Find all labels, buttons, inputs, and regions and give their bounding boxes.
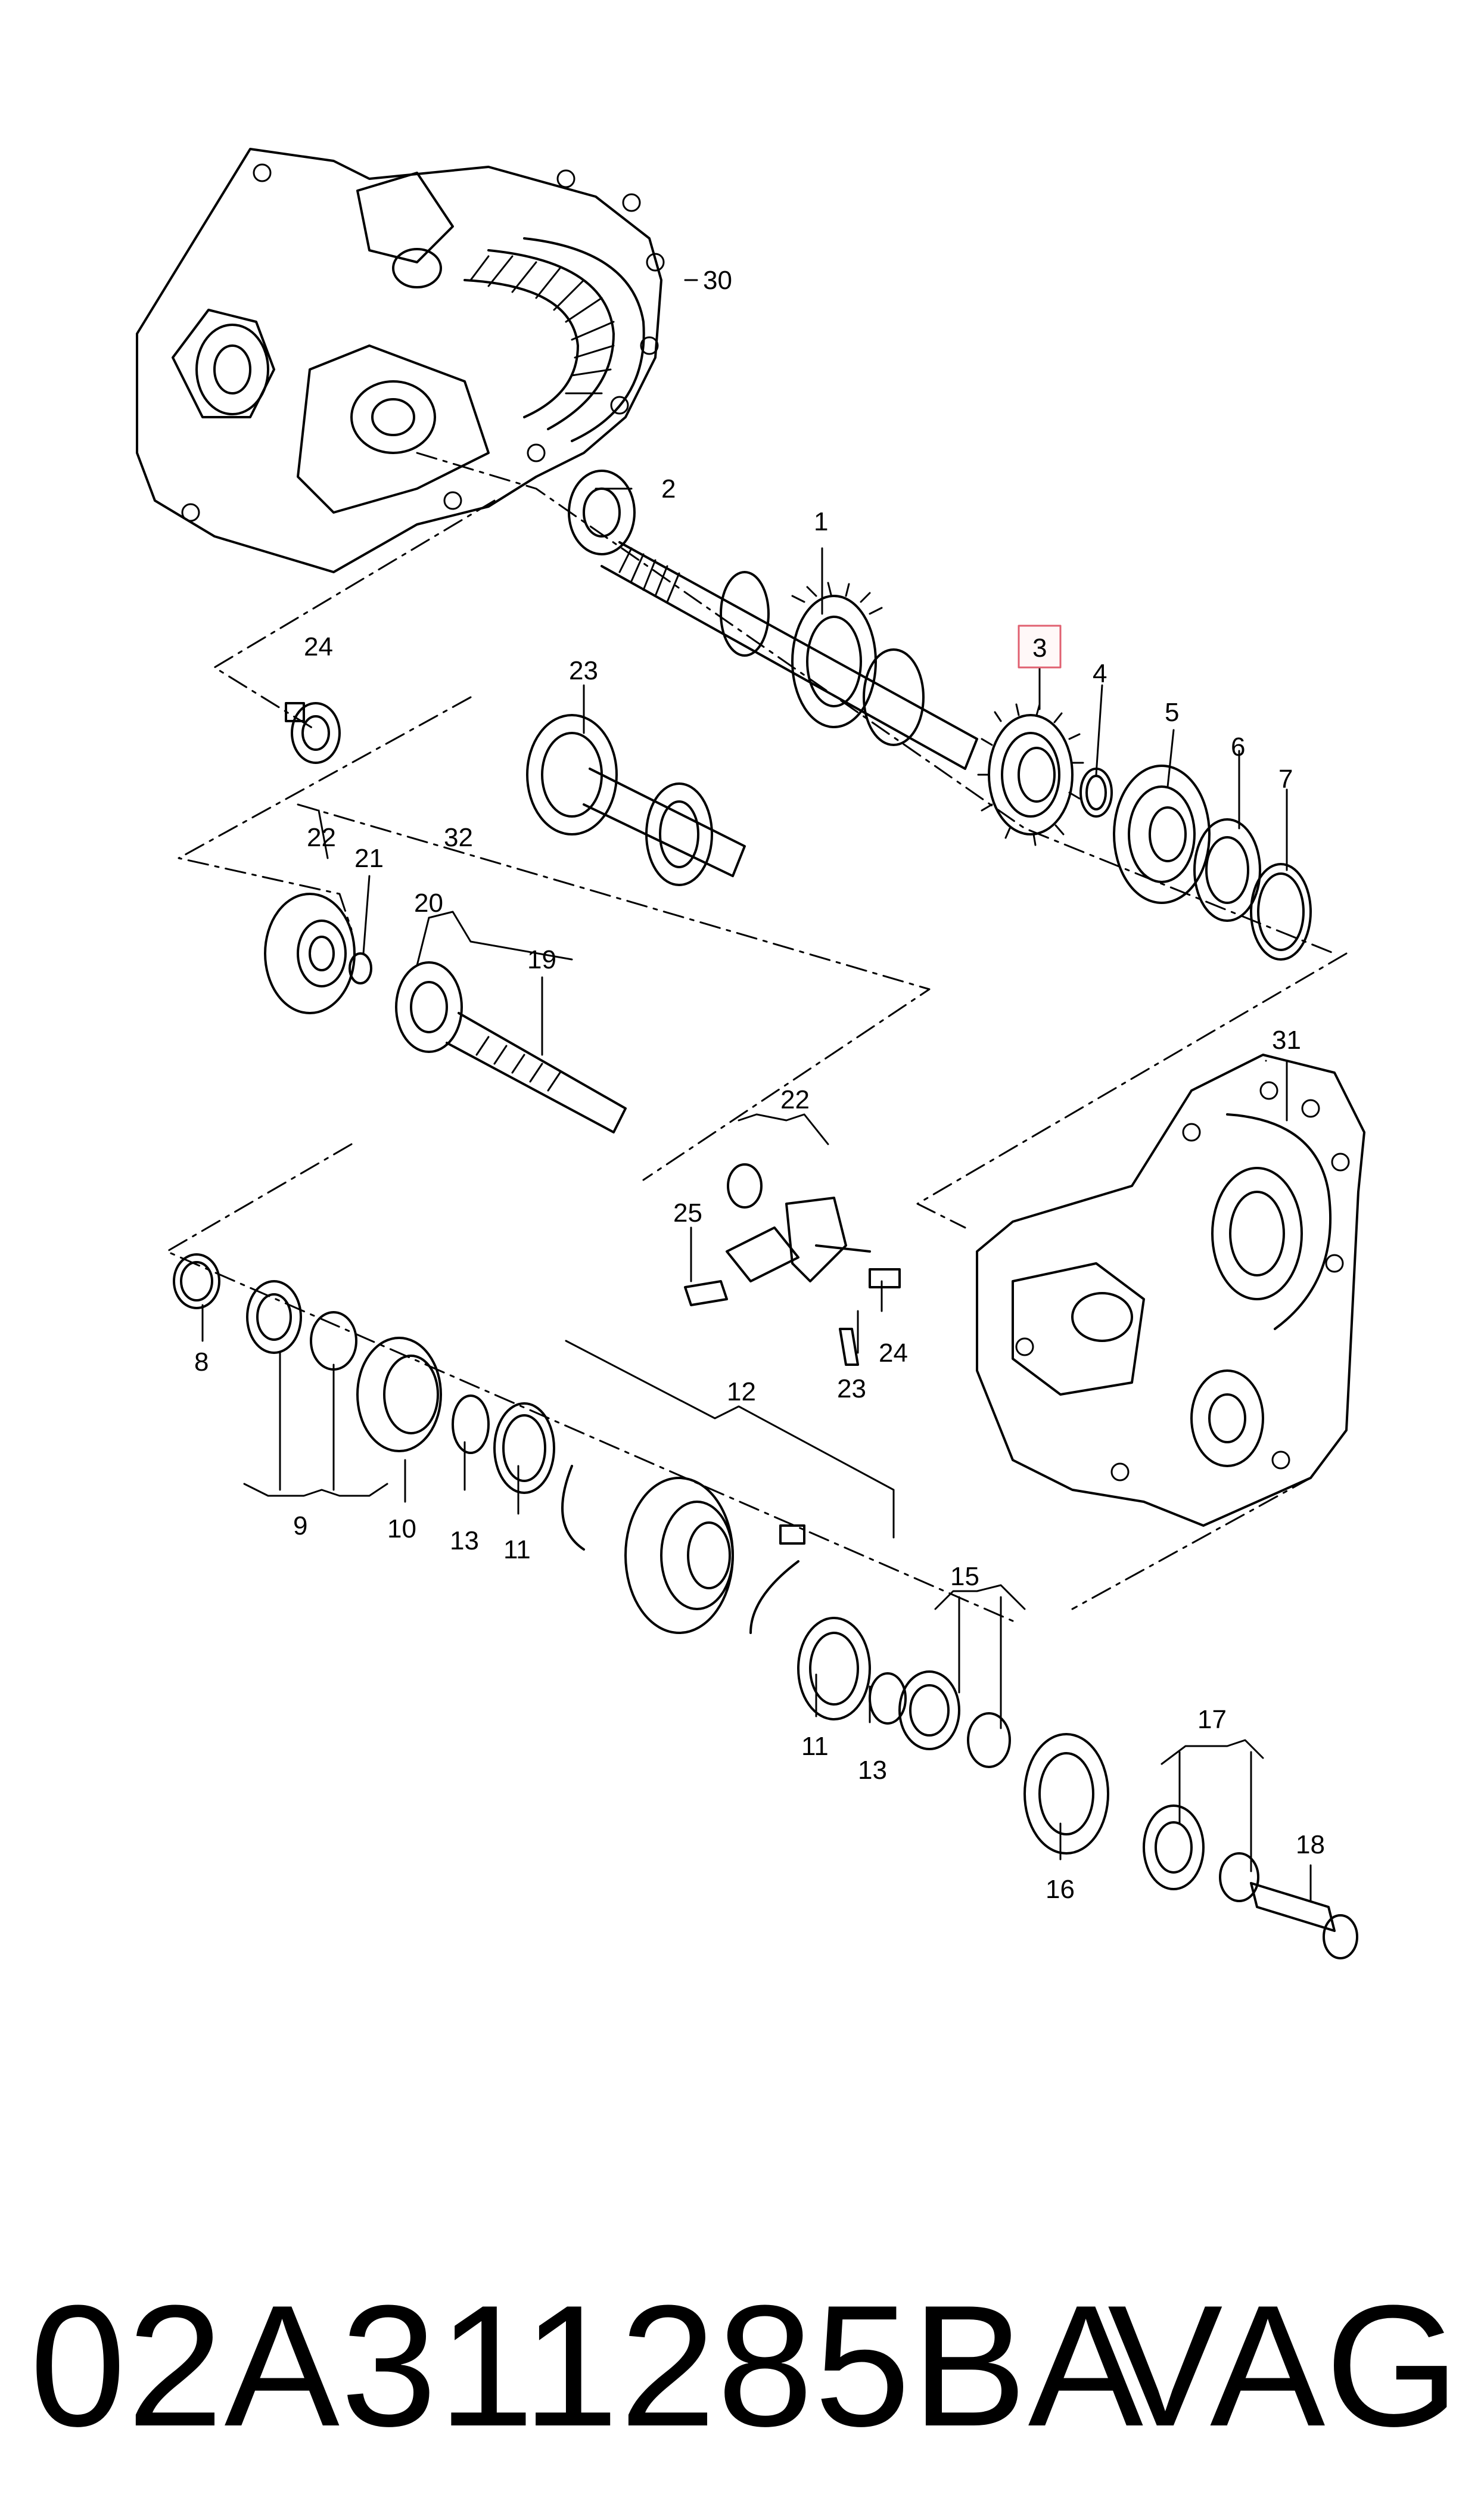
callout-6: 6 [1231, 732, 1245, 762]
synchronizer-12 [561, 1465, 805, 1634]
callout-24: 24 [304, 632, 333, 661]
callout-27: 24 [879, 1338, 908, 1368]
lower-output-group [173, 1253, 555, 1494]
part-footer: 02A311285BA VAG [30, 2276, 1460, 2455]
callout-21: 21 [354, 844, 384, 873]
callout-13b: 13 [858, 1756, 887, 1785]
callout-12: 12 [727, 1377, 756, 1406]
gears-4-7 [1079, 765, 1312, 961]
shaft-23 [526, 714, 746, 886]
callout-18: 18 [1296, 1830, 1325, 1859]
lower-bearing-group [797, 1617, 1358, 1959]
callout-19: 19 [527, 945, 556, 974]
callout-26: 23 [837, 1374, 866, 1403]
input-shaft-1 [568, 470, 978, 770]
callout-3: 3 [1032, 633, 1047, 663]
callout-11b: 11 [801, 1732, 829, 1761]
callout-32: 32 [444, 823, 473, 852]
callout-20: 20 [414, 889, 443, 918]
callout-17: 17 [1197, 1705, 1227, 1734]
brackets [243, 911, 1264, 1872]
rear-housing-31 [976, 1054, 1365, 1527]
callout-5: 5 [1165, 698, 1179, 727]
transmission-housing-30 [136, 148, 665, 573]
group-outlines [166, 452, 1348, 1622]
callout-31: 31 [1272, 1026, 1301, 1055]
shaft-19-gears [264, 893, 627, 1133]
callout-4: 4 [1093, 659, 1107, 688]
callout-2: 2 [661, 474, 676, 504]
callout-1: 1 [814, 507, 828, 536]
callout-25: 22 [780, 1085, 810, 1114]
callout-labels: 30 2 1 3 4 5 6 7 24 23 22 21 32 20 19 22… [194, 266, 1325, 1904]
gear-3 [977, 703, 1084, 846]
exploded-parts-diagram: 30 2 1 3 4 5 6 7 24 23 22 21 32 20 19 22… [136, 148, 1365, 1959]
callout-28: 25 [673, 1198, 702, 1228]
part-number: 02A311285BA [30, 2269, 1145, 2462]
callout-7: 7 [1278, 765, 1293, 794]
callout-30: 30 [703, 266, 732, 295]
pinion-24 [285, 702, 341, 764]
callout-8: 8 [194, 1347, 209, 1377]
callout-16: 16 [1046, 1875, 1075, 1904]
callout-10: 10 [387, 1514, 416, 1543]
callout-23: 23 [569, 656, 598, 685]
brand-name: VAG [1107, 2269, 1460, 2462]
callout-22: 22 [307, 823, 336, 852]
callout-3-highlight [1018, 625, 1062, 669]
leader-lines [201, 279, 1312, 1902]
shift-mechanism [684, 1163, 901, 1366]
callout-13a: 13 [450, 1526, 479, 1555]
callout-15: 15 [950, 1562, 979, 1591]
callout-9: 9 [293, 1511, 307, 1540]
callout-11a: 11 [503, 1535, 531, 1564]
